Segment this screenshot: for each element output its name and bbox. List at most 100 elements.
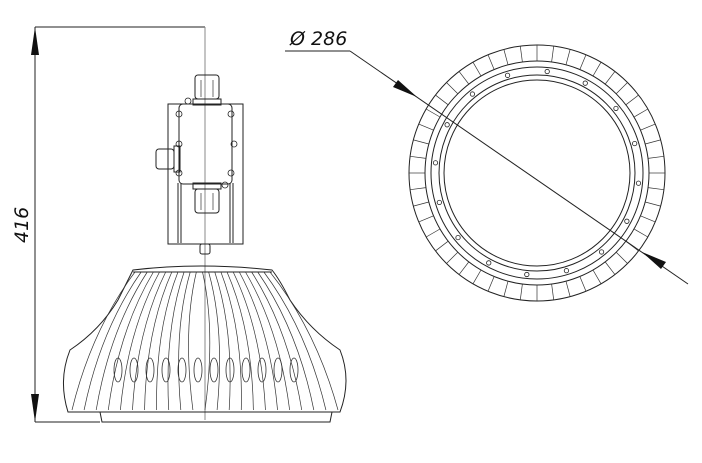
- heatsink-fin: [144, 271, 173, 411]
- diameter-dimension-label: Ø 286: [289, 28, 347, 50]
- ring-fin: [604, 71, 616, 85]
- screw-icon: [455, 234, 461, 241]
- screw-icon: [624, 218, 630, 224]
- heatsink-fin: [202, 271, 211, 411]
- arrow-icon: [393, 80, 417, 97]
- ring-fin: [503, 281, 509, 297]
- ring-fin: [413, 201, 429, 207]
- ring-fin: [418, 215, 434, 223]
- vent-slot: [209, 357, 219, 383]
- screw-icon: [469, 91, 476, 97]
- ring-fin: [633, 108, 649, 118]
- ring-fin: [446, 251, 459, 264]
- heatsink-fin: [226, 271, 254, 411]
- ring-fin: [472, 61, 482, 77]
- ring-fin: [487, 54, 495, 70]
- ring-fin: [435, 94, 449, 106]
- arrow-icon: [642, 252, 666, 269]
- ring-fin: [458, 261, 470, 275]
- ring-fin: [625, 94, 639, 106]
- ring-fin: [645, 201, 661, 207]
- screw-icon: [444, 122, 450, 128]
- ring-fin: [633, 228, 649, 238]
- ring-fin: [645, 139, 661, 145]
- ring-fin: [425, 108, 441, 118]
- ring-fin: [519, 46, 523, 63]
- heatsink-fin: [208, 271, 220, 411]
- diameter-symbol: Ø: [289, 28, 306, 50]
- screw-icon: [635, 180, 642, 186]
- junction-box: [155, 74, 244, 255]
- arrow-up-icon: [31, 27, 39, 55]
- vent-slot: [241, 357, 251, 383]
- mount-nut: [199, 243, 211, 255]
- screw-icon: [544, 68, 550, 75]
- vent-slot: [161, 357, 171, 383]
- ring-fin: [565, 49, 571, 65]
- screw-icon: [524, 271, 530, 278]
- arrow-down-icon: [31, 394, 39, 422]
- vent-slot: [177, 357, 187, 383]
- screw-icon: [598, 249, 605, 255]
- ring-fin: [579, 54, 587, 70]
- vent-slot: [193, 357, 203, 383]
- ring-fin: [425, 228, 441, 238]
- heatsink-fin: [232, 271, 266, 411]
- heatsink-fin: [251, 271, 303, 411]
- vent-slot: [129, 357, 139, 383]
- ring-fin: [615, 82, 628, 95]
- ring-fin: [519, 283, 523, 300]
- screw-icon: [563, 268, 570, 274]
- bottom-cable-gland: [194, 188, 220, 214]
- heatsink-fin: [107, 271, 154, 411]
- vent-slot: [145, 357, 155, 383]
- heatsink-fin: [257, 271, 315, 411]
- heatsink-fin: [239, 271, 278, 411]
- heatsink-fin: [156, 271, 179, 411]
- heatsink-fin: [188, 271, 197, 411]
- top-cable-gland: [194, 74, 220, 100]
- heatsink-fin: [167, 271, 185, 411]
- ring-fin: [446, 82, 459, 95]
- vent-slot: [257, 357, 267, 383]
- heatsink-fin: [120, 271, 160, 411]
- height-dimension-label: 416: [11, 207, 33, 243]
- diameter-value: 286: [311, 28, 347, 50]
- ring-fin: [579, 276, 587, 292]
- ring-fin: [647, 187, 664, 191]
- lamp-heatsink: [62, 265, 347, 423]
- height-dimension: 416: [11, 26, 205, 423]
- ring-fin: [647, 155, 664, 159]
- vent-slot: [113, 357, 123, 383]
- lamp-top-view: [408, 44, 666, 302]
- side-cable-gland: [155, 148, 175, 170]
- ring-fin: [435, 240, 449, 252]
- ring-fin: [418, 123, 434, 131]
- heatsink-fin: [214, 271, 231, 411]
- vent-slot: [289, 357, 299, 383]
- screw-icon: [613, 105, 619, 112]
- ring-fin: [592, 269, 602, 285]
- ring-fin: [472, 269, 482, 285]
- ring-fin: [640, 215, 656, 223]
- ring-fin: [551, 283, 555, 300]
- diameter-dimension: Ø 286: [285, 28, 689, 285]
- ring-fin: [565, 281, 571, 297]
- ring-fin: [592, 61, 602, 77]
- screw-icon: [432, 160, 439, 166]
- vent-slot: [225, 357, 235, 383]
- screw-icon: [486, 260, 492, 266]
- heatsink-fin: [83, 271, 142, 411]
- screw-icon: [436, 199, 442, 206]
- heatsink-fin: [245, 271, 290, 411]
- ring-fin: [458, 71, 470, 85]
- heatsink-fin: [132, 271, 166, 411]
- ring-fin: [487, 276, 495, 292]
- ring-fin: [640, 123, 656, 131]
- heatsink-fin: [269, 271, 339, 411]
- ring-fin: [503, 49, 509, 65]
- heatsink-fin: [178, 271, 191, 411]
- ring-fin: [413, 139, 429, 145]
- vent-slot: [273, 357, 283, 383]
